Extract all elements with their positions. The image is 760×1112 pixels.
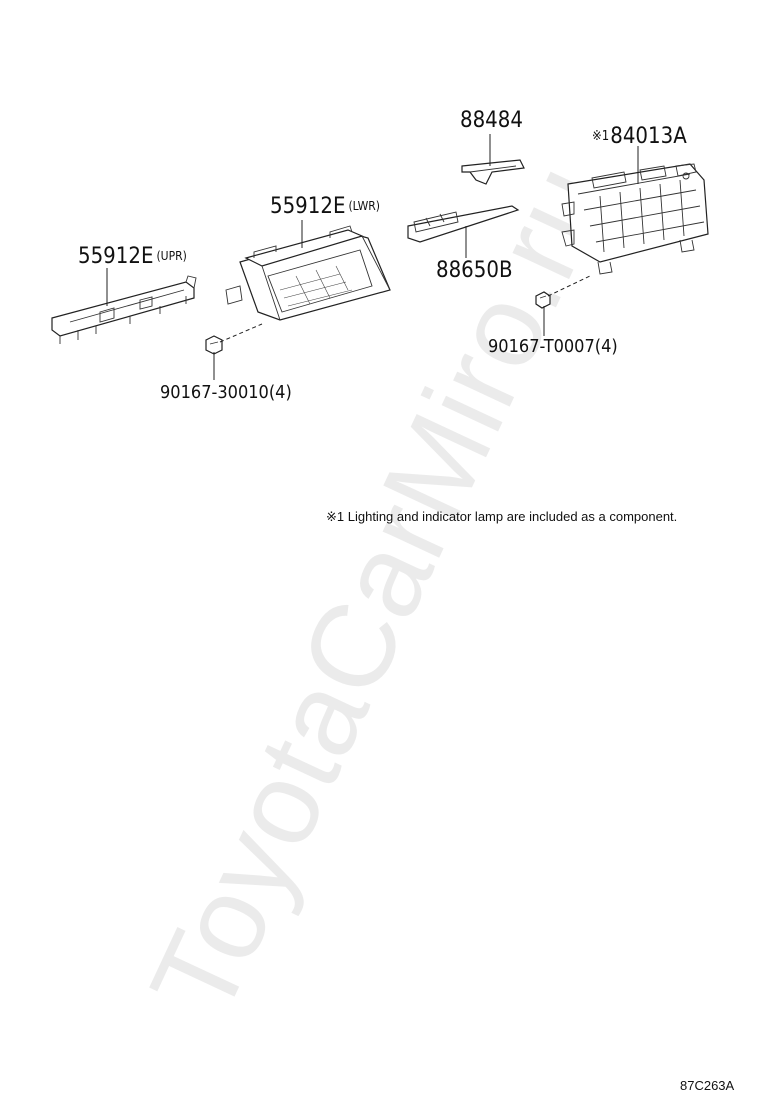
label-55912e-lwr: 55912E(LWR) [270, 196, 380, 218]
part-84013a-drawing[interactable] [561, 163, 709, 275]
screw-path-90167-30010 [219, 323, 263, 343]
label-84013a: ※184013A [592, 126, 687, 148]
component-note: ※1 Lighting and indicator lamp are inclu… [326, 509, 678, 524]
label-55912e-upr: 55912E(UPR) [78, 246, 187, 268]
part-55912e-upr-drawing[interactable] [51, 275, 197, 344]
diagram-code: 87C263A [680, 1078, 735, 1093]
label-90167-t0007: 90167-T0007(4) [488, 338, 618, 356]
part-55912e-lwr-drawing[interactable] [225, 225, 391, 321]
part-number-90167-30010: 90167-30010(4) [160, 382, 292, 403]
qualifier-lwr: (LWR) [348, 199, 380, 213]
part-number-55912e-lwr: 55912E [270, 194, 346, 219]
note-marker-84013a: ※1 [592, 129, 610, 144]
qualifier-upr: (UPR) [156, 249, 187, 263]
part-number-90167-t0007: 90167-T0007(4) [488, 336, 618, 357]
screw-path-90167-t0007 [547, 275, 591, 297]
part-number-84013a: 84013A [610, 124, 687, 149]
part-88484-drawing[interactable] [461, 159, 525, 185]
part-number-88484: 88484 [460, 108, 523, 133]
label-88650b: 88650B [436, 260, 513, 282]
label-90167-30010: 90167-30010(4) [160, 384, 292, 402]
part-number-88650b: 88650B [436, 258, 513, 283]
part-88650b-drawing[interactable] [407, 205, 520, 243]
part-number-55912e-upr: 55912E [78, 244, 154, 269]
screw-90167-t0007-drawing[interactable] [535, 291, 551, 309]
label-88484: 88484 [460, 110, 523, 132]
screw-90167-30010-drawing[interactable] [205, 335, 223, 355]
